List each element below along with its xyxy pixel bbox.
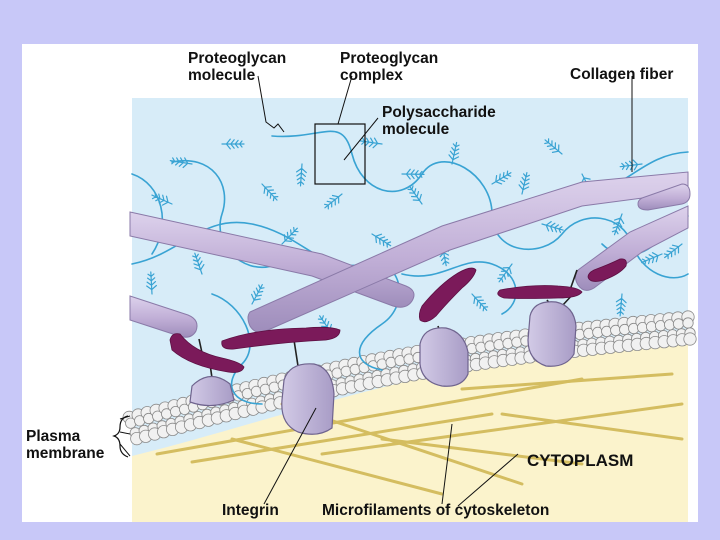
label-microfilaments: Microfilaments of cytoskeleton (322, 502, 549, 519)
fibronectin-molecules (169, 258, 627, 373)
polysaccharide-branch (407, 185, 423, 205)
label-proteoglycan-molecule-line2: molecule (188, 67, 256, 84)
polysaccharide-branch (261, 183, 279, 202)
polysaccharide-branch (448, 141, 460, 165)
polysaccharide-branch (359, 137, 383, 149)
label-plasma-membrane-line1: Plasma (26, 428, 81, 445)
label-proteoglycan-complex-line2: complex (340, 67, 403, 84)
proteoglycan-chain (171, 159, 273, 269)
polysaccharide-branch (324, 193, 343, 210)
polysaccharide-branch (663, 243, 683, 260)
phospholipid-head (672, 318, 685, 330)
label-cytoplasm-text: CYTOPLASM (527, 451, 634, 470)
collagen-fiber (637, 183, 691, 211)
label-integrin: Integrin (222, 502, 279, 519)
integrin (527, 301, 577, 367)
label-polysaccharide-molecule: Polysaccharide molecule (382, 104, 496, 138)
polysaccharide-branch (251, 284, 265, 305)
collagen-fibers (129, 171, 691, 338)
polysaccharide-branch (518, 172, 530, 195)
polysaccharide-branch (146, 271, 157, 295)
label-proteoglycan-complex: Proteoglycan complex (340, 50, 438, 84)
label-proteoglycan-molecule-line1: Proteoglycan (188, 50, 287, 67)
polysaccharide-branch (281, 226, 299, 245)
polysaccharide-branch (497, 263, 513, 283)
proteoglycan-chain (401, 261, 517, 315)
proteoglycan-chain (131, 173, 164, 255)
label-polysaccharide-molecule-line2: molecule (382, 121, 450, 138)
label-proteoglycan-molecule: Proteoglycan molecule (188, 50, 286, 84)
polysaccharide-branch (471, 293, 489, 312)
polysaccharide-branch (641, 252, 663, 266)
label-plasma-membrane: Plasma membrane (26, 428, 104, 462)
integrin (419, 327, 469, 387)
polysaccharide-branch (221, 138, 245, 150)
label-microfilaments-text: Microfilaments of cytoskeleton (322, 502, 550, 519)
extracellular-matrix-diagram (112, 75, 697, 522)
proteoglycan-complex-box (314, 123, 366, 185)
collagen-fiber (247, 171, 689, 333)
polysaccharide-branch (401, 168, 425, 180)
polysaccharide-branch (544, 138, 563, 155)
slide: Proteoglycan molecule Proteoglycan compl… (22, 44, 698, 522)
polysaccharide-branch (541, 221, 564, 233)
integrins (189, 301, 577, 435)
phospholipid-head (683, 332, 697, 346)
polysaccharide-branch (371, 233, 392, 248)
microfilaments (155, 372, 684, 496)
polysaccharide-branch (296, 163, 307, 187)
label-cytoplasm: CYTOPLASM (527, 452, 633, 469)
proteoglycan-chain (211, 293, 263, 405)
label-plasma-membrane-line2: membrane (26, 445, 105, 462)
polysaccharide-branch (611, 213, 625, 236)
label-integrin-text: Integrin (222, 502, 279, 519)
polysaccharide-branch (491, 170, 512, 185)
label-polysaccharide-molecule-line1: Polysaccharide (382, 104, 496, 121)
plasma-membrane-bracket (112, 415, 129, 458)
label-proteoglycan-complex-line1: Proteoglycan (340, 50, 439, 67)
polysaccharide-branch (169, 157, 193, 169)
polysaccharide-branch (151, 192, 173, 206)
polysaccharide-branch (615, 293, 627, 317)
leader-lines (119, 75, 633, 507)
integrin (281, 363, 335, 435)
label-collagen-fiber: Collagen fiber (570, 66, 673, 83)
phospholipid-head (682, 317, 694, 329)
integrin (189, 375, 235, 407)
label-collagen-fiber-text: Collagen fiber (570, 66, 674, 83)
polysaccharide-branch (192, 252, 205, 275)
